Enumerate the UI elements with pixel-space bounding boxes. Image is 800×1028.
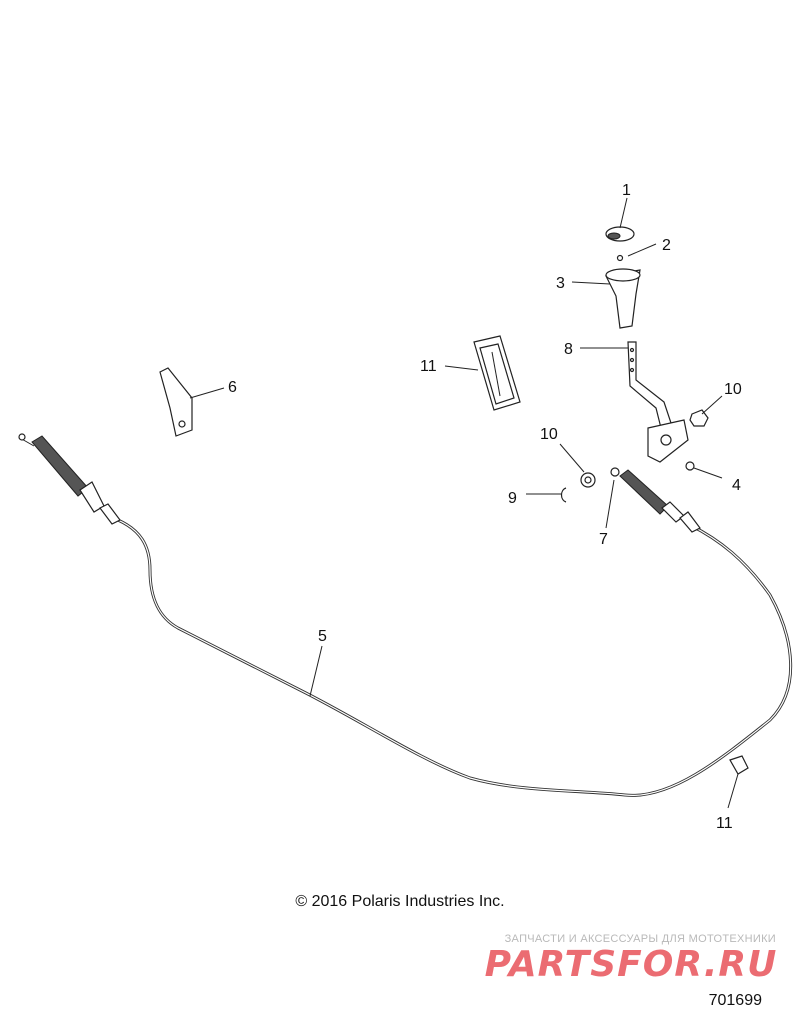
pedal-pad-part <box>473 335 521 411</box>
nut-part-small <box>685 461 695 471</box>
knob-cap-part <box>605 226 635 242</box>
watermark-logo-text: PARTSFOR.RU <box>485 944 778 984</box>
callout-10-left: 10 <box>540 426 558 443</box>
callout-9: 9 <box>508 490 517 507</box>
clip-part <box>560 487 567 503</box>
callout-8: 8 <box>564 341 573 358</box>
watermark-logo: PARTSFOR.RU <box>485 944 778 984</box>
watermark-caption: ЗАПЧАСТИ И АКСЕССУАРЫ ДЛЯ МОТОТЕХНИКИ <box>504 933 776 945</box>
right-cable-end <box>610 467 701 533</box>
shift-cable <box>117 518 793 797</box>
callout-10-right: 10 <box>724 381 742 398</box>
nut-part-right <box>689 409 709 427</box>
callout-5: 5 <box>318 628 327 645</box>
drawing-number: 701699 <box>708 992 762 1009</box>
bushing-part <box>580 472 596 488</box>
left-cable-end <box>18 433 121 525</box>
copyright-notice: © 2016 Polaris Industries Inc. <box>295 893 505 910</box>
cable-clip-part <box>729 755 749 775</box>
callout-11-lower: 11 <box>716 815 733 832</box>
callout-2: 2 <box>662 237 671 254</box>
callout-3: 3 <box>556 275 565 292</box>
callout-4: 4 <box>732 477 741 494</box>
callout-11-upper: 11 <box>420 358 437 375</box>
shift-knob-part <box>605 268 641 329</box>
callout-6: 6 <box>228 379 237 396</box>
callout-7: 7 <box>599 531 608 548</box>
callout-1: 1 <box>622 182 631 199</box>
bracket-part <box>159 367 193 437</box>
leader-lines <box>189 197 739 809</box>
shift-lever-part <box>627 341 689 463</box>
screw-part <box>616 254 624 262</box>
